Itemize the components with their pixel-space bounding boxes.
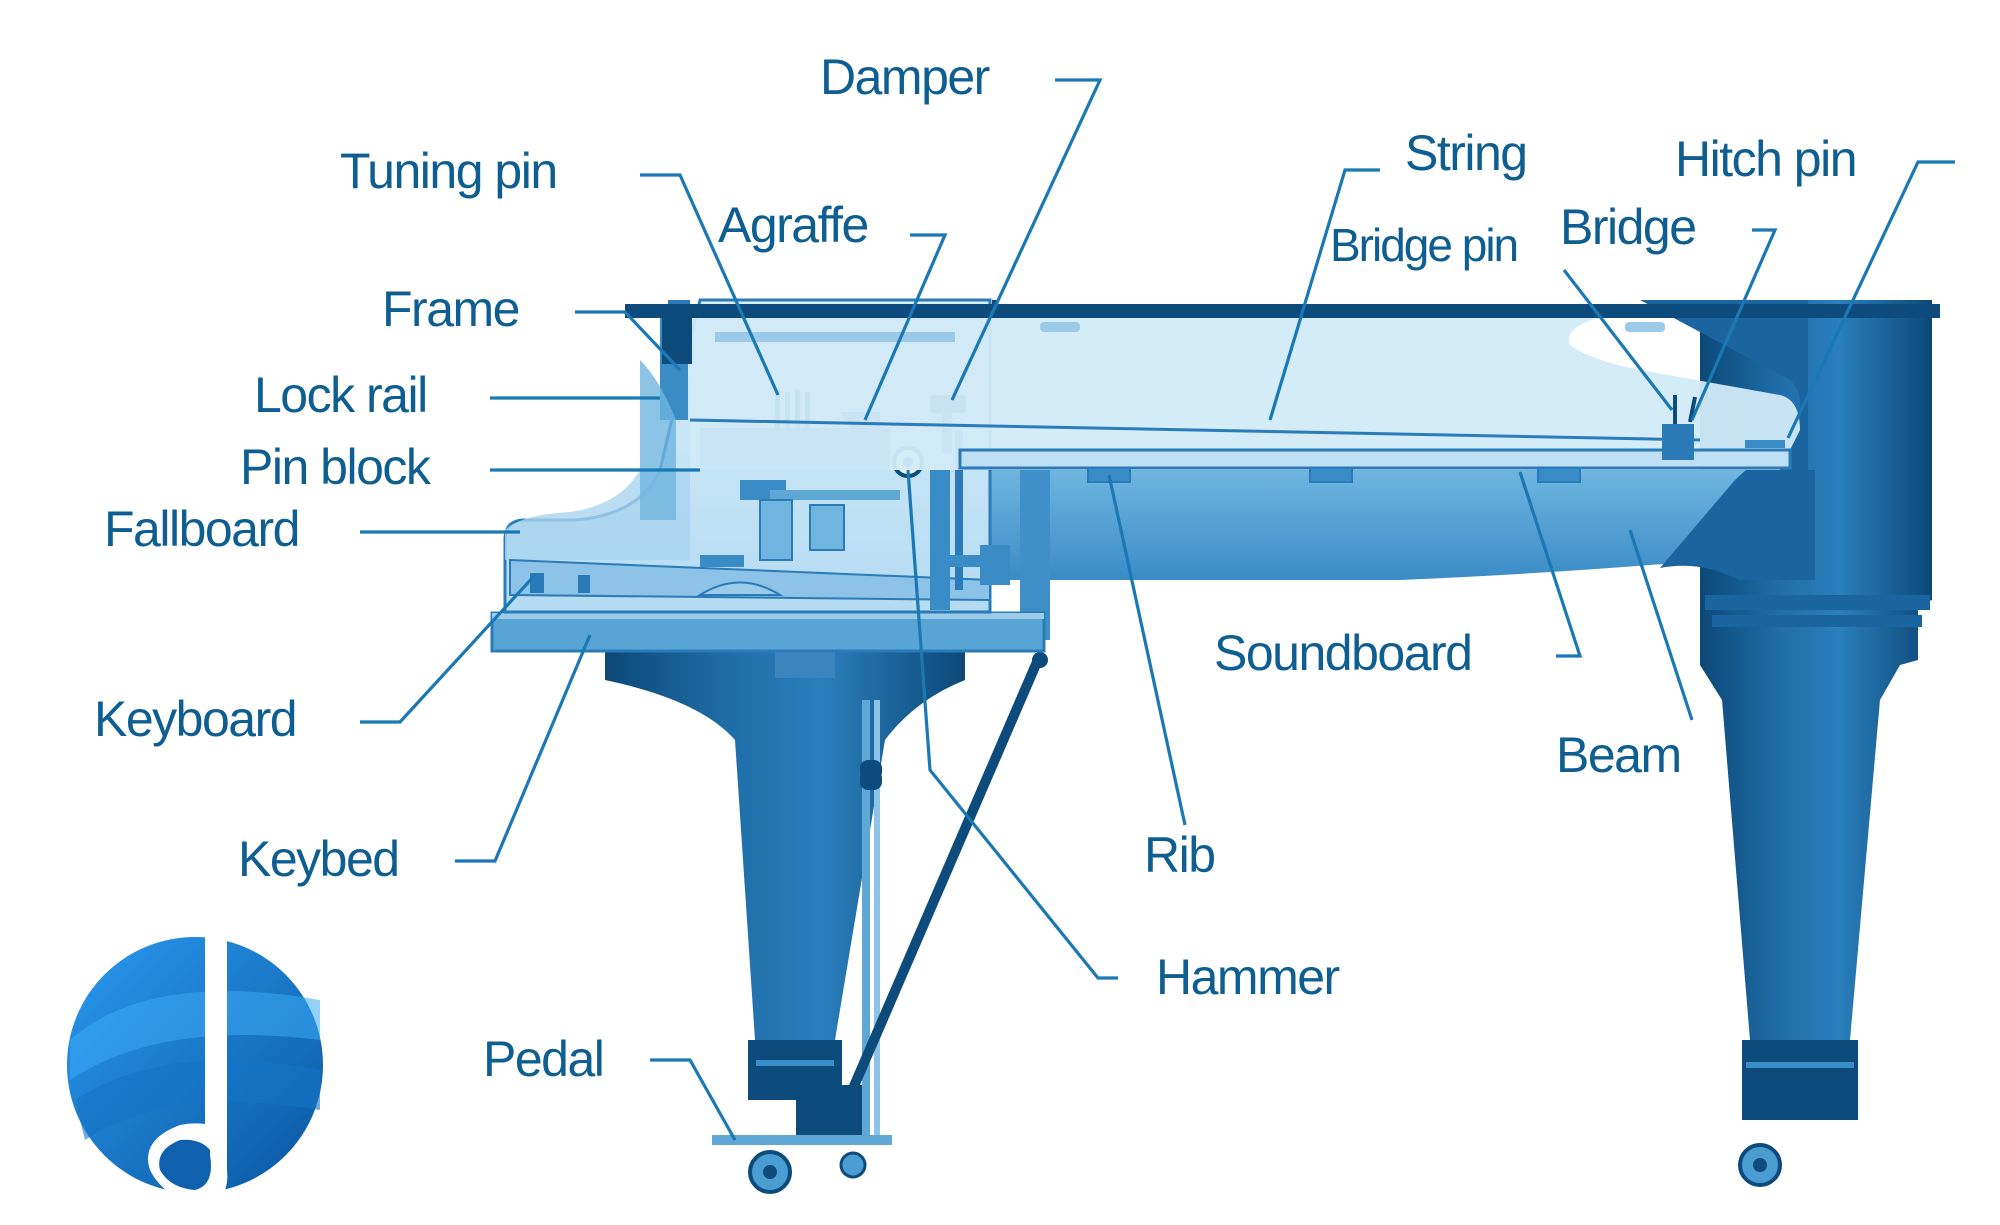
label-pin-block: Pin block [240,439,431,495]
label-keybed: Keybed [238,831,400,887]
lid [625,300,1940,364]
label-beam: Beam [1556,727,1682,783]
label-agraffe: Agraffe [718,197,869,253]
pedal-lyre [712,652,1048,1194]
front-leg [605,650,965,1100]
label-frame: Frame [382,281,520,337]
label-fallboard: Fallboard [104,501,300,557]
label-rib: Rib [1144,827,1216,883]
label-damper: Damper [820,49,990,105]
label-bridge: Bridge [1560,199,1697,255]
keybed-block [490,611,1046,653]
label-keyboard: Keyboard [94,691,298,747]
label-bridge-pin: Bridge pin [1330,219,1519,271]
label-hitch-pin: Hitch pin [1675,131,1858,187]
label-soundboard: Soundboard [1214,625,1473,681]
label-string: String [1405,125,1528,181]
string-area [689,310,1800,483]
label-tuning-pin: Tuning pin [340,143,558,199]
label-lock-rail: Lock rail [254,367,428,423]
leader-lines [360,78,1955,1141]
case-body [960,300,1815,640]
label-hammer: Hammer [1156,949,1340,1005]
music-note-circle-logo [67,930,323,1205]
label-pedal: Pedal [483,1031,605,1087]
